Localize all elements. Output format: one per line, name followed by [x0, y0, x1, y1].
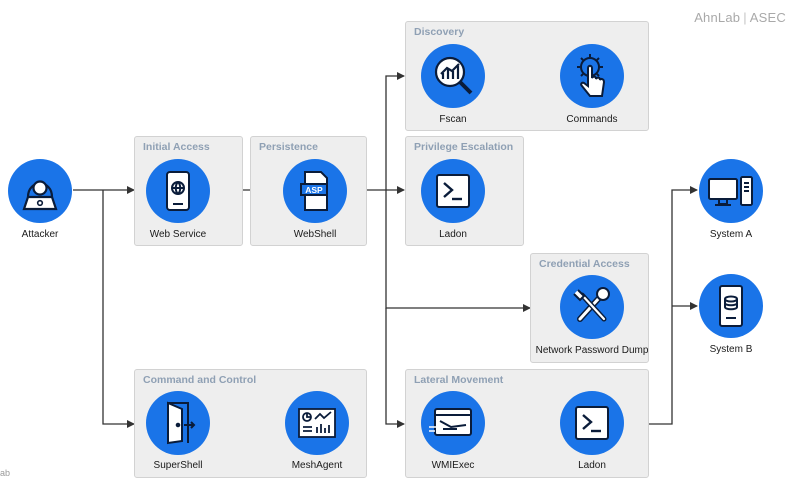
hacker-icon	[22, 180, 58, 211]
database-server-icon	[719, 285, 743, 327]
ladon-lateral-label: Ladon	[578, 460, 606, 471]
system-a-node[interactable]	[699, 159, 763, 223]
dashboard-icon	[298, 408, 336, 438]
group-title: Initial Access	[143, 141, 210, 153]
system-b-label: System B	[709, 344, 753, 355]
group-title: Command and Control	[143, 374, 257, 386]
attacker-node[interactable]	[8, 159, 72, 223]
supershell-node[interactable]	[146, 391, 210, 455]
terminal-icon	[436, 174, 470, 208]
group-title: Lateral Movement	[414, 374, 504, 386]
wire-persistence-to-discovery	[367, 72, 405, 191]
ahnlab-asec-logo: AhnLab|ASEC	[694, 10, 786, 25]
asp-file-icon: ASP	[300, 171, 328, 211]
ladon-privesc-label: Ladon	[439, 229, 467, 240]
desktop-pc-icon	[708, 176, 753, 206]
group-title: Persistence	[259, 141, 318, 153]
commands-node[interactable]	[560, 44, 624, 108]
wire-persistence-to-lateral	[385, 308, 405, 428]
commands-label: Commands	[566, 114, 618, 125]
fscan-node[interactable]	[421, 44, 485, 108]
touch-gear-icon	[577, 54, 606, 97]
attacker-label: Attacker	[21, 229, 59, 240]
svg-text:ASP: ASP	[305, 185, 323, 195]
group-title: Privilege Escalation	[414, 141, 514, 153]
door-icon	[167, 401, 196, 445]
webshell-label: WebShell	[293, 229, 337, 240]
network-password-dump-label: Network Password Dump	[535, 345, 649, 356]
wire-attacker-to-c2	[102, 190, 135, 428]
wire-lateral-to-system-a	[648, 186, 698, 425]
webshell-node[interactable]: ASP	[283, 159, 347, 223]
brand-name: AhnLab	[694, 10, 741, 25]
system-a-label: System A	[709, 229, 753, 240]
wmi-window-icon	[429, 408, 472, 436]
network-password-dump-node[interactable]	[560, 275, 624, 339]
terminal-icon	[575, 406, 609, 440]
meshagent-label: MeshAgent	[291, 460, 343, 471]
supershell-label: SuperShell	[153, 460, 203, 471]
tools-icon	[573, 287, 610, 322]
ladon-lateral-node[interactable]	[560, 391, 624, 455]
group-title: Credential Access	[539, 258, 630, 270]
fscan-label: Fscan	[439, 114, 467, 125]
wmiexec-label: WMIExec	[431, 460, 475, 471]
web-service-label: Web Service	[149, 229, 207, 240]
brand-division: ASEC	[749, 10, 786, 25]
corner-text: ab	[0, 468, 11, 478]
meshagent-node[interactable]	[285, 391, 349, 455]
system-b-node[interactable]	[699, 274, 763, 338]
web-server-icon	[166, 171, 190, 211]
web-service-node[interactable]	[146, 159, 210, 223]
ladon-privesc-node[interactable]	[421, 159, 485, 223]
scan-chart-icon	[434, 56, 473, 95]
group-title: Discovery	[414, 26, 465, 38]
wmiexec-node[interactable]	[421, 391, 485, 455]
